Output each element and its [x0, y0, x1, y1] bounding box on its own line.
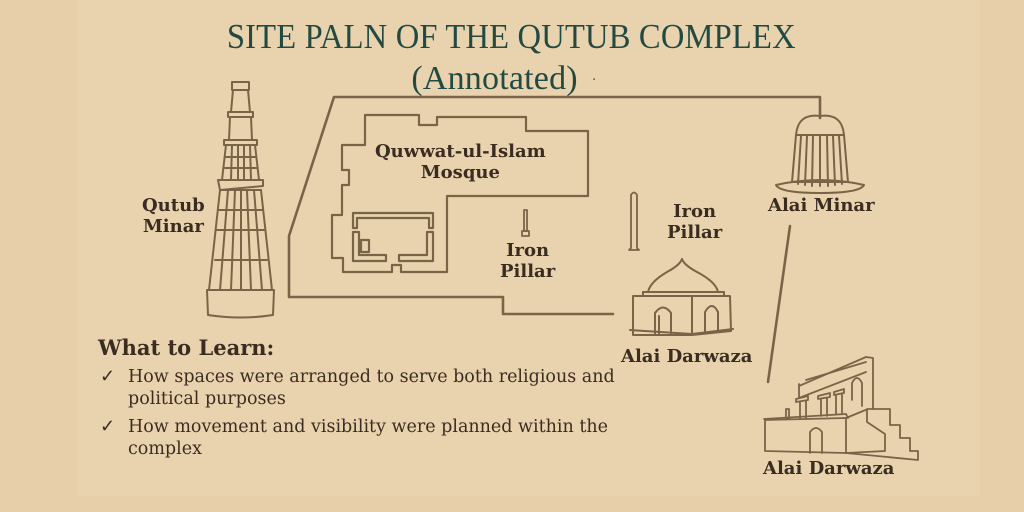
alai-minar-icon: [775, 114, 865, 194]
label-alai-darwaza-terrace: Alai Darwaza: [763, 458, 895, 479]
label-line: Mosque: [420, 162, 500, 183]
learn-item-text: How movement and visibility were planned…: [128, 417, 609, 459]
learn-item: ✓ How movement and visibility were plann…: [98, 416, 648, 460]
label-line: Iron: [506, 240, 550, 261]
label-line: Minar: [142, 216, 204, 237]
label-line: Iron: [673, 201, 717, 222]
alai-darwaza-dome-icon: [629, 258, 734, 336]
subtitle-dot: ·: [591, 73, 597, 89]
label-line: Pillar: [500, 261, 556, 282]
label-qutub-minar: Qutub Minar: [142, 195, 205, 237]
iron-pillar-icon: [628, 191, 640, 251]
label-line: Qutub: [142, 195, 205, 216]
label-line: Quwwat-ul-Islam: [375, 141, 546, 162]
mosque-plan: [330, 113, 590, 274]
page-title: SITE PALN OF THE QUTUB COMPLEX: [226, 17, 796, 56]
background-panel: [77, 0, 980, 496]
learn-list: ✓ How spaces were arranged to serve both…: [98, 366, 648, 460]
what-to-learn-heading: What to Learn:: [98, 335, 275, 360]
label-alai-darwaza-dome: Alai Darwaza: [621, 346, 753, 367]
alai-darwaza-terrace-icon: [763, 356, 919, 461]
label-alai-minar: Alai Minar: [768, 195, 875, 216]
subtitle-text: (Annotated): [411, 60, 578, 97]
check-icon: ✓: [100, 366, 116, 387]
learn-item-text: How spaces were arranged to serve both r…: [128, 367, 615, 409]
qutub-minar-icon: [206, 81, 275, 319]
label-iron-pillar-outer: Iron Pillar: [667, 201, 722, 243]
label-line: Pillar: [667, 222, 723, 243]
iron-pillar-small-icon: [521, 209, 530, 237]
complex-boundary: [287, 95, 822, 384]
learn-item: ✓ How spaces were arranged to serve both…: [98, 366, 648, 410]
label-mosque: Quwwat-ul-Islam Mosque: [375, 141, 546, 183]
what-to-learn-section: What to Learn: ✓ How spaces were arrange…: [98, 335, 648, 466]
label-iron-pillar-inner: Iron Pillar: [500, 240, 555, 282]
check-icon: ✓: [100, 416, 116, 437]
page-subtitle: (Annotated) ·: [0, 60, 1016, 98]
